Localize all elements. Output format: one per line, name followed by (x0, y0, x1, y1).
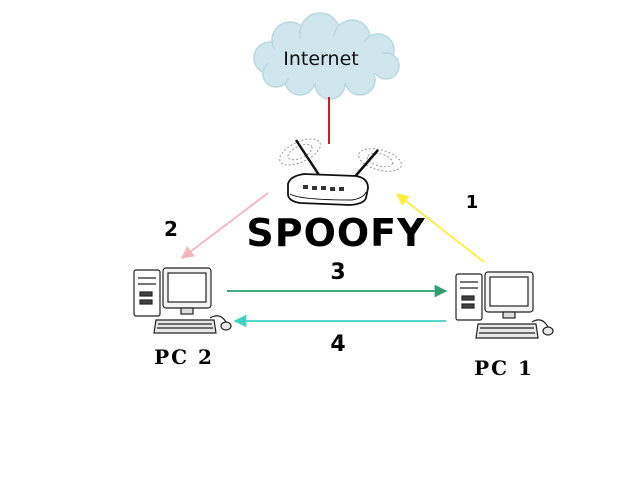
arrow-1-label: 1 (466, 192, 479, 213)
arrow-2-line (180, 192, 269, 259)
internet-cloud: Internet (253, 12, 400, 100)
desktop-computer-icon (133, 267, 232, 334)
arrow-3-label: 3 (330, 260, 345, 285)
pc2-label: PC 2 (154, 345, 214, 369)
pc1-node: PC 1 (455, 271, 554, 380)
router-name: SPOOFY (246, 211, 425, 255)
arrow-2-label: 2 (164, 217, 178, 241)
router: SPOOFY (246, 138, 425, 255)
router-icon (279, 138, 402, 206)
pc1-label: PC 1 (474, 356, 534, 380)
pc2-node: PC 2 (133, 267, 232, 369)
arrow-4-label: 4 (330, 332, 345, 357)
desktop-computer-icon (455, 271, 554, 339)
arrow-1-line (396, 193, 485, 263)
internet-label: Internet (283, 48, 358, 70)
